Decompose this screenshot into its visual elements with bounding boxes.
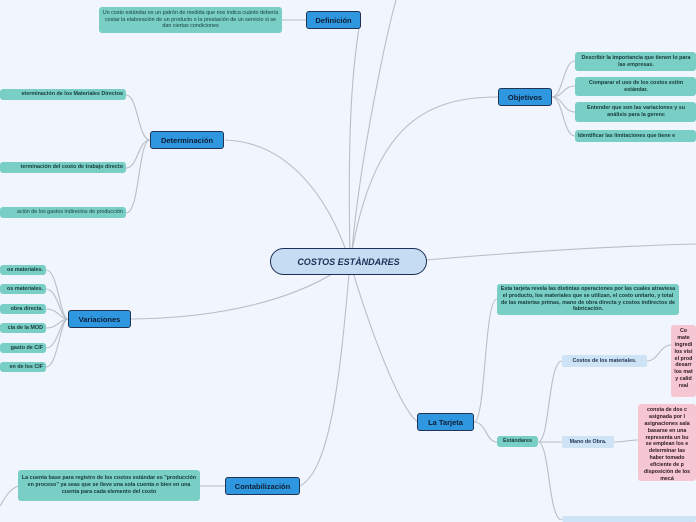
determinacion-item-1[interactable]: eterminación de los Materiales Directos bbox=[0, 89, 126, 100]
definicion-text: Un costo estándar es un patrón de medida… bbox=[99, 7, 282, 33]
determinacion-item-3[interactable]: ación de los gastos indirectos de produc… bbox=[0, 207, 126, 218]
estandares-mano-de-obra[interactable]: Mano de Obra. bbox=[562, 436, 614, 448]
topic-variaciones[interactable]: Variaciones bbox=[68, 310, 131, 328]
objetivos-item-3[interactable]: Entender que son las variaciones y su an… bbox=[575, 102, 696, 122]
topic-la-tarjeta[interactable]: La Tarjeta bbox=[417, 413, 474, 431]
central-topic[interactable]: COSTOS ESTÀNDARES bbox=[270, 248, 427, 275]
topic-objetivos[interactable]: Objetivos bbox=[498, 88, 552, 106]
topic-determinacion[interactable]: Determinación bbox=[150, 131, 224, 149]
variaciones-item-3[interactable]: obra directa. bbox=[0, 304, 46, 314]
variaciones-item-6[interactable]: en de los CIF bbox=[0, 362, 46, 372]
tarjeta-description: Esta tarjeta revela las distintas operac… bbox=[497, 284, 679, 315]
variaciones-item-2[interactable]: os materiales. bbox=[0, 284, 46, 294]
contabilizacion-text: La cuenta base para registro de los cost… bbox=[18, 470, 200, 501]
variaciones-item-4[interactable]: cia de la MOD bbox=[0, 323, 46, 333]
tarjeta-estandares[interactable]: Estándares bbox=[497, 436, 538, 447]
variaciones-item-1[interactable]: os materiales. bbox=[0, 265, 46, 275]
objetivos-item-4[interactable]: Identificar las limitaciones que tiene e bbox=[575, 130, 696, 142]
variaciones-item-5[interactable]: gasto de CIF bbox=[0, 343, 46, 353]
estandares-item-3[interactable] bbox=[562, 516, 696, 522]
topic-definicion[interactable]: Definición bbox=[306, 11, 361, 29]
objetivos-item-2[interactable]: Comparar el uso de los costos estim está… bbox=[575, 77, 696, 96]
determinacion-item-2[interactable]: terminación del costo de trabajo directo bbox=[0, 162, 126, 173]
objetivos-item-1[interactable]: Describir la importancia que tienen lo p… bbox=[575, 52, 696, 71]
costos-materiales-detail: Co mate ingredi los visi el prod desarr … bbox=[671, 325, 696, 397]
mano-de-obra-detail: consta de dos c asignada por l asignacio… bbox=[638, 404, 696, 481]
estandares-costos-materiales[interactable]: Costos de los materiales. bbox=[562, 355, 647, 367]
topic-contabilizacion[interactable]: Contabilización bbox=[225, 477, 300, 495]
